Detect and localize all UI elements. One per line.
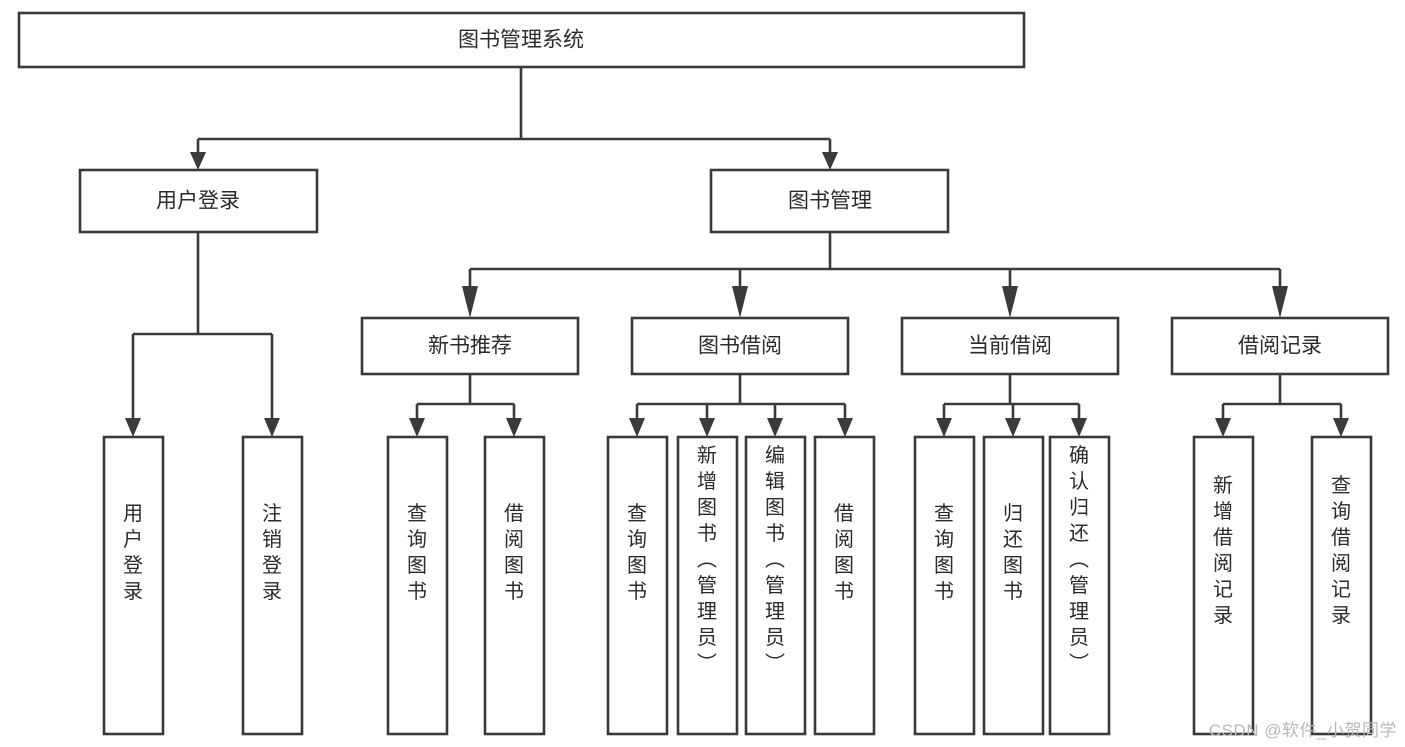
node-leaf-query-book-1-label: 查询图书	[407, 502, 427, 603]
arrowhead-current-borrow	[1002, 286, 1018, 318]
node-leaf-confirm-return[interactable]: 确认归还︵管理员︶	[1048, 435, 1111, 736]
node-leaf-query-book-3-box[interactable]	[913, 435, 976, 736]
arrowhead-leaf-query-book-2	[629, 418, 645, 437]
node-leaf-borrow-book-2-label: 借阅图书	[834, 502, 854, 603]
arrowhead-new-book-recommend	[462, 286, 478, 318]
node-leaf-add-book[interactable]: 新增图书︵管理员︶	[676, 435, 739, 736]
node-book-management-box[interactable]	[709, 168, 950, 234]
node-new-book-recommend[interactable]: 新书推荐	[360, 316, 580, 376]
arrowhead-leaf-edit-book	[767, 418, 783, 437]
arrowhead-leaf-query-book-3	[936, 418, 952, 437]
node-leaf-add-record-label: 新增借阅记录	[1213, 474, 1233, 627]
node-leaf-confirm-return-box[interactable]	[1048, 435, 1111, 736]
arrowhead-leaf-return-book	[1005, 418, 1021, 437]
arrowhead-leaf-user-login	[125, 418, 141, 437]
node-current-borrow-label: 当前借阅	[968, 335, 1052, 358]
node-leaf-user-login-box[interactable]	[102, 435, 165, 736]
node-leaf-add-book-box[interactable]	[676, 435, 739, 736]
node-leaf-return-book-label: 归还图书	[1003, 502, 1023, 603]
node-leaf-borrow-book-1-box[interactable]	[483, 435, 546, 736]
node-leaf-query-book-1[interactable]: 查询图书	[386, 435, 449, 736]
node-leaf-borrow-book-2-box[interactable]	[813, 435, 876, 736]
arrowhead-book-management	[822, 152, 838, 170]
connector-layer	[125, 67, 1349, 437]
node-leaf-query-book-3-label: 查询图书	[934, 502, 954, 603]
node-leaf-query-book-2-box[interactable]	[606, 435, 669, 736]
node-leaf-borrow-book-1[interactable]: 借阅图书	[483, 435, 546, 736]
node-leaf-confirm-return-label: 确认归还︵管理员︶	[1069, 444, 1089, 675]
arrowhead-book-borrow	[732, 286, 748, 318]
node-book-management[interactable]: 图书管理	[709, 168, 950, 234]
node-leaf-edit-book-label: 编辑图书︵管理员︶	[765, 444, 785, 675]
node-leaf-add-record[interactable]: 新增借阅记录	[1192, 435, 1255, 736]
watermark-csdn: CSDN @软件_小贺同学	[1208, 721, 1397, 740]
node-book-management-label: 图书管理	[788, 190, 872, 213]
arrowhead-leaf-borrow-book-1	[506, 418, 522, 437]
node-leaf-return-book-box[interactable]	[982, 435, 1045, 736]
node-book-borrow-box[interactable]	[630, 316, 850, 376]
node-leaf-query-record-label: 查询借阅记录	[1331, 474, 1351, 627]
arrowhead-leaf-confirm-return	[1071, 418, 1087, 437]
node-leaf-query-book-2-label: 查询图书	[627, 502, 647, 603]
node-leaf-query-record[interactable]: 查询借阅记录	[1310, 435, 1373, 736]
node-leaf-edit-book[interactable]: 编辑图书︵管理员︶	[744, 435, 807, 736]
arrowhead-leaf-add-book	[699, 418, 715, 437]
node-leaf-query-book-3[interactable]: 查询图书	[913, 435, 976, 736]
node-user-login-label: 用户登录	[156, 190, 240, 213]
node-new-book-recommend-box[interactable]	[360, 316, 580, 376]
node-root-box[interactable]	[17, 11, 1026, 69]
node-user-login[interactable]: 用户登录	[78, 168, 319, 234]
node-leaf-borrow-book-1-label: 借阅图书	[504, 502, 524, 603]
node-root[interactable]: 图书管理系统	[17, 11, 1026, 69]
arrowhead-leaf-query-book-1	[409, 418, 425, 437]
node-leaf-return-book[interactable]: 归还图书	[982, 435, 1045, 736]
node-current-borrow-box[interactable]	[900, 316, 1120, 376]
node-leaf-query-book-2[interactable]: 查询图书	[606, 435, 669, 736]
node-book-borrow[interactable]: 图书借阅	[630, 316, 850, 376]
node-leaf-logout-login[interactable]: 注销登录	[241, 435, 304, 736]
arrowhead-user-login	[190, 152, 206, 170]
node-new-book-recommend-label: 新书推荐	[428, 335, 512, 358]
node-leaf-query-record-box[interactable]	[1310, 435, 1373, 736]
node-leaf-edit-book-box[interactable]	[744, 435, 807, 736]
node-borrow-record[interactable]: 借阅记录	[1170, 316, 1390, 376]
node-leaf-add-record-box[interactable]	[1192, 435, 1255, 736]
arrowhead-leaf-add-record	[1215, 418, 1231, 437]
arrowhead-leaf-query-record	[1333, 418, 1349, 437]
node-borrow-record-box[interactable]	[1170, 316, 1390, 376]
node-leaf-logout-login-box[interactable]	[241, 435, 304, 736]
node-current-borrow[interactable]: 当前借阅	[900, 316, 1120, 376]
arrowhead-borrow-record	[1272, 286, 1288, 318]
node-leaf-logout-login-label: 注销登录	[262, 502, 282, 603]
arrowhead-leaf-borrow-book-2	[837, 418, 853, 437]
node-leaf-add-book-label: 新增图书︵管理员︶	[697, 444, 717, 675]
arrowhead-leaf-logout-login	[264, 418, 280, 437]
node-user-login-box[interactable]	[78, 168, 319, 234]
node-book-borrow-label: 图书借阅	[698, 335, 782, 358]
node-leaf-borrow-book-2[interactable]: 借阅图书	[813, 435, 876, 736]
node-root-label: 图书管理系统	[458, 29, 584, 52]
node-leaf-query-book-1-box[interactable]	[386, 435, 449, 736]
node-borrow-record-label: 借阅记录	[1238, 335, 1322, 358]
node-leaf-user-login[interactable]: 用户登录	[102, 435, 165, 736]
node-leaf-user-login-label: 用户登录	[123, 503, 143, 603]
